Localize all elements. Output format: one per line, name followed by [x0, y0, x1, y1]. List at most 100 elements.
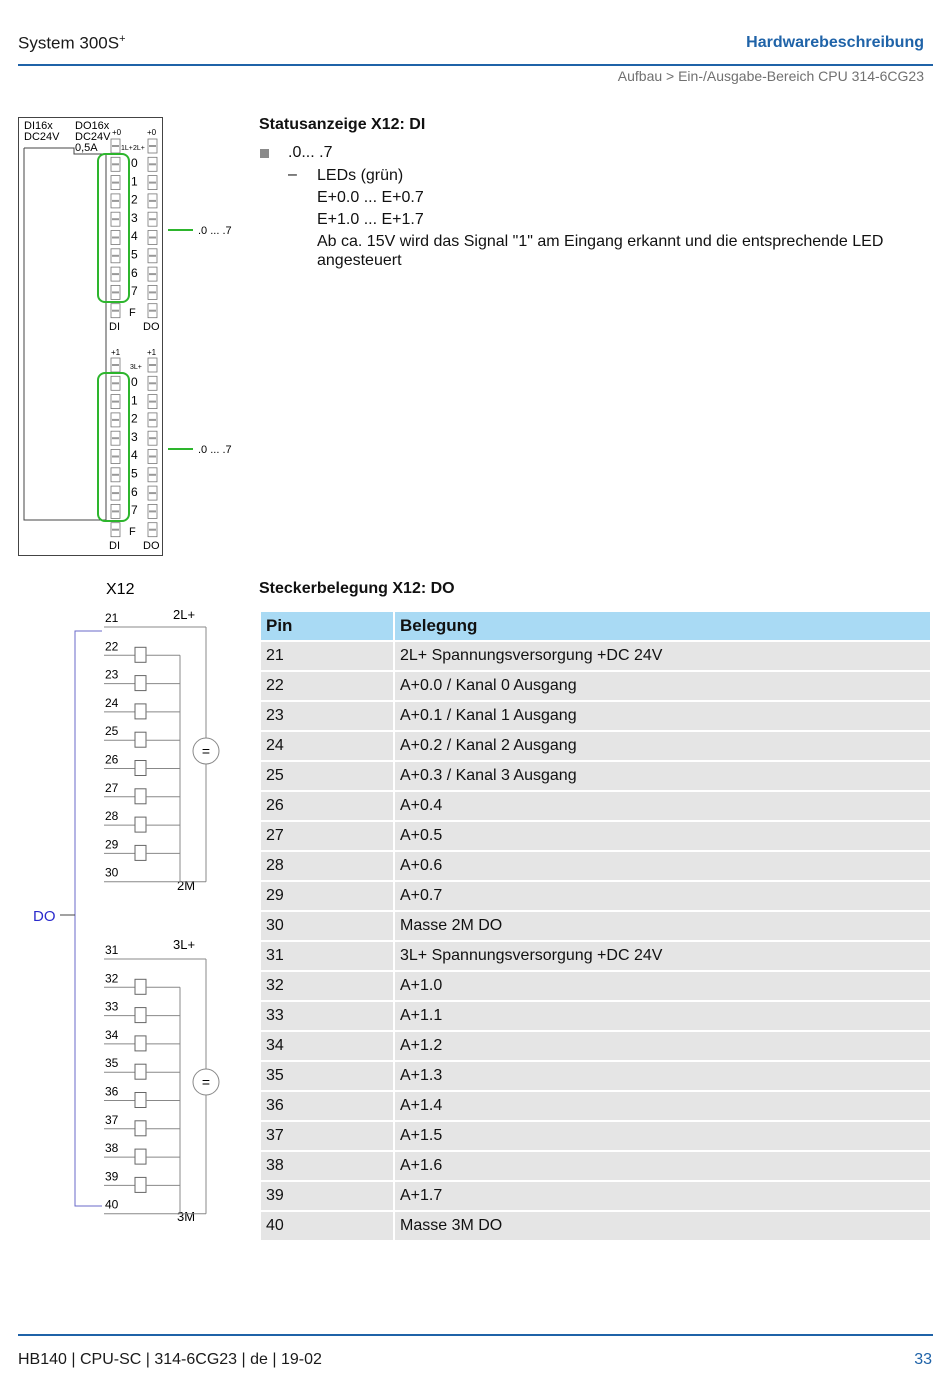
- led-group-highlight-bottom: [97, 372, 130, 522]
- status-range-1: E+0.0 ... E+0.7: [317, 189, 424, 206]
- pin-cell: 23: [261, 702, 393, 730]
- connector-pin-number: 35: [105, 1056, 119, 1070]
- top-led-number: 7: [131, 284, 138, 298]
- belegung-cell: 2L+ Spannungsversorgung +DC 24V: [395, 642, 930, 670]
- belegung-cell: A+1.4: [395, 1092, 930, 1120]
- status-leds-text: LEDs (grün): [317, 167, 404, 184]
- connector-pin-number: 27: [105, 781, 119, 795]
- output-channel-box: [134, 1092, 147, 1108]
- pin-cell: 35: [261, 1062, 393, 1090]
- do-label-top: DO: [143, 321, 160, 333]
- belegung-cell: A+1.0: [395, 972, 930, 1000]
- di-voltage-label: DC24V: [24, 131, 60, 143]
- pin-cell: 22: [261, 672, 393, 700]
- top-plus0b-label: +0: [147, 128, 157, 137]
- bottom-led-number: 7: [131, 503, 138, 517]
- output-channel-box: [134, 731, 147, 748]
- document-system-title: System 300S+: [18, 33, 126, 53]
- output-channel-box: [134, 1176, 147, 1193]
- belegung-cell: A+0.6: [395, 852, 930, 880]
- top-plus0-label: +0: [112, 128, 122, 137]
- pin-cell: 29: [261, 882, 393, 910]
- status-dash: –: [288, 166, 297, 183]
- belegung-cell: A+1.5: [395, 1122, 930, 1150]
- status-range-2: E+1.0 ... E+1.7: [317, 211, 424, 228]
- belegung-cell: A+0.7: [395, 882, 930, 910]
- table-header-row: Pin Belegung: [261, 612, 930, 640]
- connector-pin-number: 21: [105, 611, 119, 625]
- connector-pin-number: 24: [105, 696, 119, 710]
- connector-pin-number: 37: [105, 1113, 119, 1127]
- connector-x12-label: X12: [106, 581, 135, 598]
- belegung-cell: 3L+ Spannungsversorgung +DC 24V: [395, 942, 930, 970]
- status-bullet-text: .0... .7: [288, 144, 333, 161]
- footer-doc-id: HB140 | CPU-SC | 314-6CG23 | de | 19-02: [18, 1351, 322, 1368]
- status-title: Statusanzeige X12: DI: [259, 116, 426, 133]
- output-channel-box: [134, 788, 147, 805]
- bottom-led-number: 6: [131, 485, 138, 499]
- pin-cell: 24: [261, 732, 393, 760]
- pin-cell: 26: [261, 792, 393, 820]
- connector-pin-number: 34: [105, 1028, 119, 1042]
- pin-cell: 30: [261, 912, 393, 940]
- belegung-cell: A+0.0 / Kanal 0 Ausgang: [395, 672, 930, 700]
- top-led-number: 2: [131, 193, 138, 207]
- pin-cell: 32: [261, 972, 393, 1000]
- header-divider: [18, 64, 933, 66]
- bottom-led-number: 1: [131, 393, 138, 407]
- bottom-led-number: 5: [131, 467, 138, 481]
- belegung-cell: A+1.2: [395, 1032, 930, 1060]
- page-number: 33: [914, 1351, 932, 1368]
- output-channel-box: [134, 978, 147, 995]
- output-channel-box: [134, 1035, 147, 1052]
- bottom-led-number: 4: [131, 448, 138, 462]
- output-channel-box: [134, 1148, 147, 1165]
- bottom-plus1b-label: +1: [147, 348, 157, 357]
- output-channel-box: [134, 1007, 147, 1024]
- led-group-highlight-top: [97, 153, 130, 303]
- top-1l-label: 1L+: [121, 145, 133, 152]
- di-label-bottom: DI: [109, 540, 120, 552]
- supply-symbol-top: =: [202, 743, 210, 759]
- connector-pin-number: 32: [105, 971, 119, 985]
- output-channel-box: [134, 1120, 147, 1137]
- top-2l-label: 2L+: [133, 145, 145, 152]
- connector-3m-label: 3M: [177, 1209, 195, 1224]
- connector-pin-number: 38: [105, 1141, 119, 1155]
- connector-pin-number: 25: [105, 724, 119, 738]
- belegung-cell: A+1.7: [395, 1182, 930, 1210]
- pin-cell: 40: [261, 1212, 393, 1240]
- pin-cell: 33: [261, 1002, 393, 1030]
- top-led-number: 0: [131, 156, 138, 170]
- connector-pin-number: 30: [105, 866, 119, 880]
- header-pin: Pin: [261, 612, 393, 640]
- top-led-number: 3: [131, 211, 138, 225]
- bottom-led-number: 0: [131, 375, 138, 389]
- callout-label-top: .0 ... .7: [198, 225, 232, 237]
- output-channel-box: [134, 703, 147, 720]
- top-led-number: 6: [131, 266, 138, 280]
- belegung-cell: A+1.3: [395, 1062, 930, 1090]
- bottom-led-number: 2: [131, 412, 138, 426]
- status-description: Ab ca. 15V wird das Signal "1" am Eingan…: [317, 233, 884, 269]
- output-channel-box: [134, 675, 147, 692]
- output-channel-box: [134, 646, 147, 663]
- output-channel-box: [134, 760, 147, 776]
- output-channel-box: [134, 816, 147, 833]
- pin-cell: 36: [261, 1092, 393, 1120]
- do-current-label: 0,5A: [75, 142, 98, 154]
- connector-pin-number: 39: [105, 1169, 119, 1183]
- connector-pin-number: 22: [105, 639, 119, 653]
- output-channel-box: [134, 844, 147, 861]
